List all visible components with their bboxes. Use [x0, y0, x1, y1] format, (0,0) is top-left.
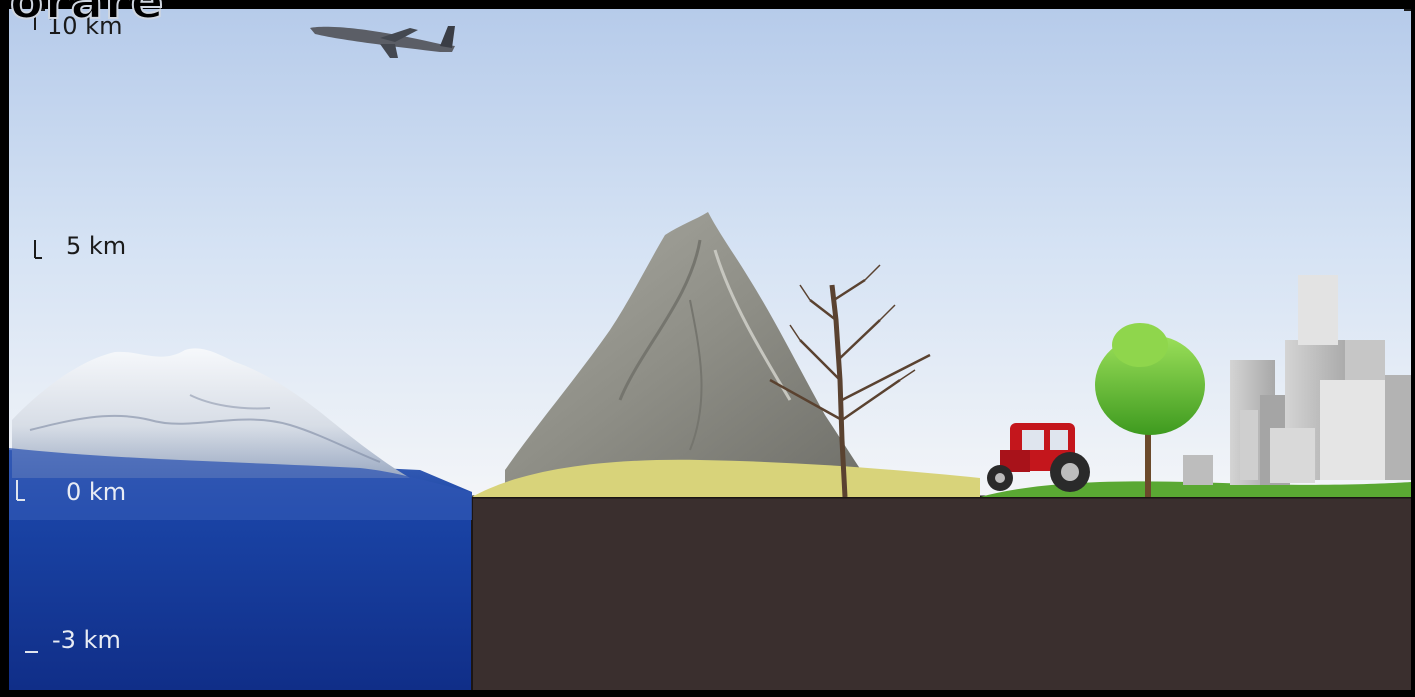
altitude-label-minus3km: -3 km	[52, 626, 121, 654]
frame-right-border	[1411, 0, 1415, 693]
altitude-label-0km: 0 km	[66, 478, 126, 506]
cropped-heading: orare	[10, 0, 165, 30]
frame-left-border	[0, 0, 9, 693]
ground-cross-section	[472, 497, 1411, 690]
altitude-label-5km: 5 km	[66, 232, 126, 260]
frame-top-border	[0, 0, 1415, 9]
